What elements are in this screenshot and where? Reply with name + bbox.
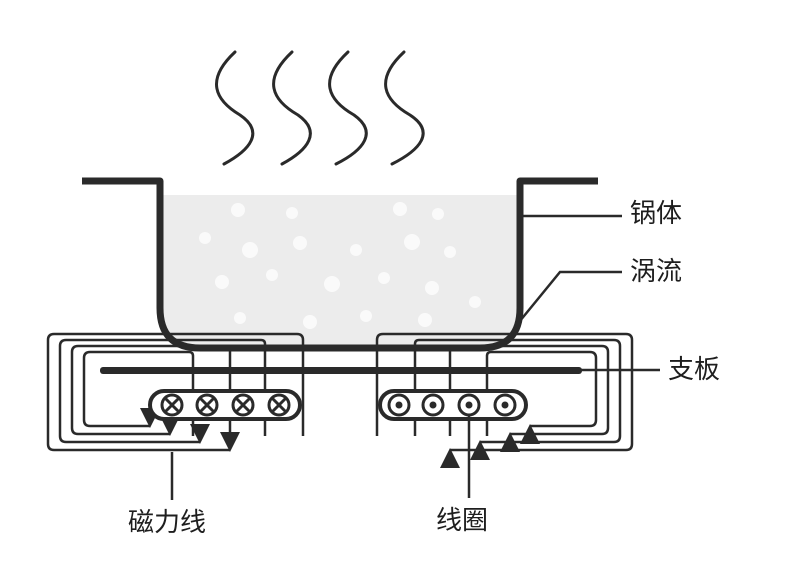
coil-left — [148, 389, 302, 421]
cross-circle-icon — [160, 393, 291, 417]
label-coil: 线圈 — [436, 506, 489, 536]
steam-wave-4-icon — [384, 50, 425, 166]
steam-wave-1-icon — [215, 50, 255, 166]
label-plate: 支板 — [668, 355, 721, 385]
steam-wave-3-icon — [328, 50, 368, 166]
leader-lines — [170, 214, 660, 500]
bubbles — [199, 202, 481, 329]
steam — [215, 50, 425, 166]
label-eddy: 涡流 — [630, 257, 683, 287]
water — [160, 195, 520, 345]
field-lines-left-loops — [46, 332, 305, 452]
coil-right — [378, 389, 528, 421]
label-pot: 锅体 — [630, 199, 683, 229]
support-plate — [100, 367, 582, 374]
label-field-lines: 磁力线 — [128, 508, 207, 538]
field-lines-right-loops — [375, 332, 634, 468]
leader-eddy — [514, 270, 622, 328]
pot-body — [82, 177, 598, 352]
steam-wave-2-icon — [272, 50, 312, 166]
